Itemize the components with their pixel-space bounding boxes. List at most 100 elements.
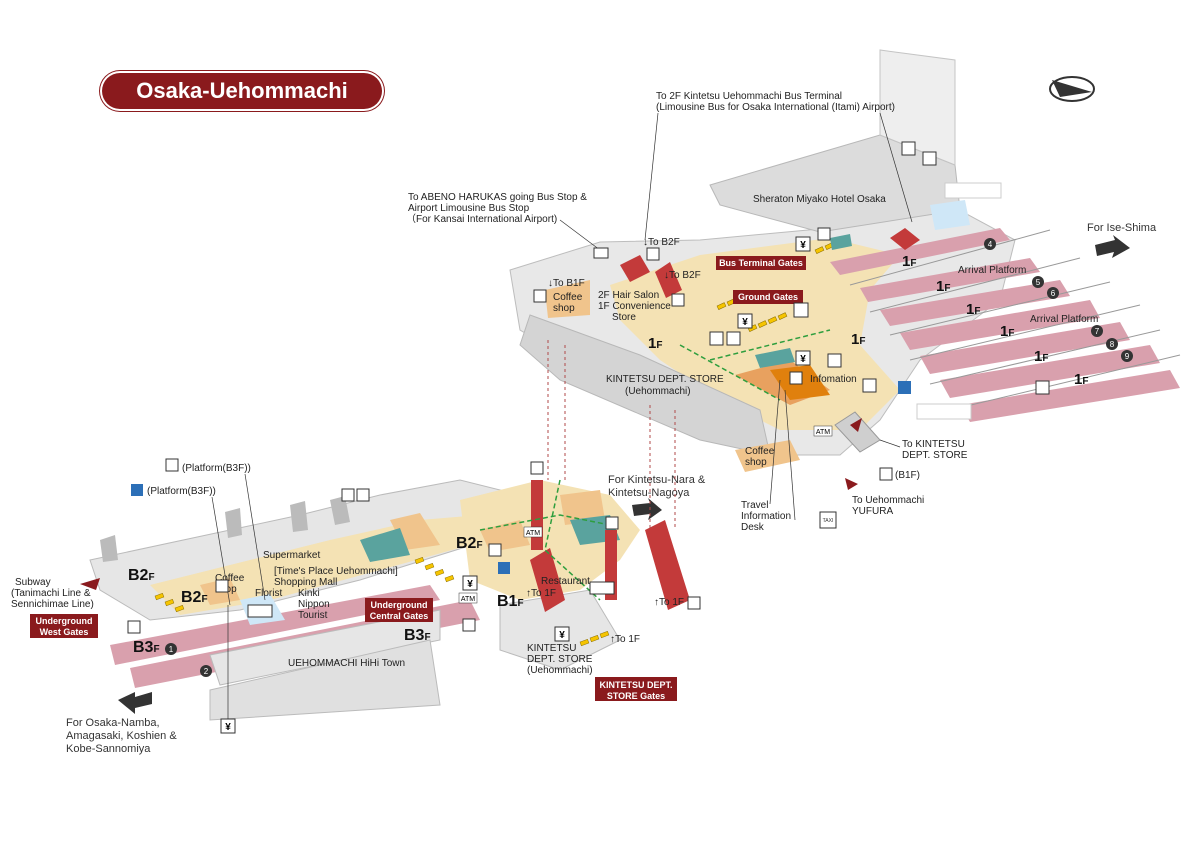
ticket-office-icon [901,141,916,156]
path-b1 [479,514,611,531]
underground-west-gates-label: Underground West Gates [30,614,98,638]
svg-text:¥: ¥ [225,722,231,733]
svg-text:（For Kansai International Airp: （For Kansai International Airport) [406,213,557,225]
svg-text:Information: Information [741,511,791,522]
to-b2f-arrow-label-b: ↓To B2F [664,270,701,281]
coin-locker-icon [671,293,685,307]
path-1f-b [709,329,831,361]
ticket-office-icon [922,151,937,166]
svg-text:Shopping Mall: Shopping Mall [274,577,337,588]
travel-icon [709,331,724,346]
to-yufura-callout: To Uehommachi YUFURA [852,495,924,517]
svg-text:To KINTETSU: To KINTETSU [902,439,965,450]
restroom-icon [944,182,1002,199]
svg-text:KINTETSU DEPT.: KINTETSU DEPT. [599,680,672,690]
ticket-office-icon [879,467,893,481]
to-b1f-arrow-label: ↓To B1F [548,278,585,289]
svg-text:Coffee: Coffee [553,292,583,303]
svg-text:¥: ¥ [467,579,473,590]
svg-text:For Osaka-Namba,: For Osaka-Namba, [66,717,160,729]
platform-b3f-callout-1: (Platform(B3F)) [182,463,266,601]
green-window-icon [726,331,741,346]
path-1f-a [679,344,781,401]
svg-text:Bus Terminal Gates: Bus Terminal Gates [719,258,803,268]
elevator-icon [646,247,660,261]
svg-text:DEPT. STORE: DEPT. STORE [527,654,593,665]
kintetsu-dept-b1-label: KINTETSU DEPT. STORE (Uehommachi) [527,643,593,676]
namba-direction: For Osaka-Namba, Amagasaki, Koshien & Ko… [66,692,177,755]
aed-icon [793,302,809,318]
ise-shima-direction: For Ise-Shima [1087,222,1157,258]
platforms-1f [830,228,1181,422]
restroom-icon [247,604,273,618]
elevator-icon [605,516,619,530]
platform-number-badges: 4 5 6 7 8 9 [984,238,1133,362]
arrow-to-yufura-icon [845,478,858,490]
svg-text:Nippon: Nippon [298,599,330,610]
to-1f-b-label: ↑To 1F [654,597,684,608]
svg-text:STORE Gates: STORE Gates [607,691,665,701]
ticket-office-icon [462,618,476,632]
smoking-icon [1035,380,1050,395]
svg-text:1F: 1F [1034,348,1048,365]
svg-text:Kobe-Sannomiya: Kobe-Sannomiya [66,743,151,755]
station-title: Osaka-Uehommachi Station [102,73,382,139]
b2f-west-label: B2F [128,567,155,584]
svg-text:¥: ¥ [800,240,806,251]
svg-text:7: 7 [1095,327,1100,336]
platform-badge-2: 2 [200,665,212,677]
svg-text:ATM: ATM [461,596,475,603]
svg-text:(Uehommachi): (Uehommachi) [527,665,593,676]
atm-icon-b1: ATM [523,526,543,538]
floor-1f-area [509,49,1016,472]
svg-text:ATM: ATM [816,429,830,436]
svg-text:TAXI: TAXI [823,518,834,524]
to-kintetsu-dept-callout: To KINTETSU DEPT. STORE [879,439,968,461]
atm-icon-1f: ATM [813,425,833,437]
info-desk-icon [789,371,803,385]
svg-text:DEPT. STORE: DEPT. STORE [902,450,968,461]
gates-lower [154,556,610,647]
b1f-callout: (B1F) [895,470,920,481]
svg-text:1F Convenience: 1F Convenience [598,301,671,312]
restaurant-label: Restaurant [541,576,590,587]
taxi-icon: TAXI [819,511,837,529]
svg-text:2F Hair Salon: 2F Hair Salon [598,290,659,301]
yen-icon: ¥ [737,313,753,329]
lower-levels [89,479,690,721]
svg-text:To 2F Kintetsu Uehommachi Bus: To 2F Kintetsu Uehommachi Bus Terminal [656,91,842,102]
svg-text:Subway: Subway [15,577,51,588]
waiting-room-icon [862,378,877,393]
green-window-icon [356,488,370,502]
svg-text:Desk: Desk [741,522,765,533]
svg-text:For Kintetsu-Nara &: For Kintetsu-Nara & [608,474,706,486]
elevator-icon [530,461,544,475]
svg-text:1F: 1F [1000,323,1014,340]
arrival-platform-label-2: Arrival Platform [1030,314,1098,325]
svg-text:KINTETSU: KINTETSU [527,643,576,654]
platform-badge-4: 4 [984,238,996,250]
underground-central-gates-label: Underground Central Gates [365,598,433,622]
path-b1-b [544,479,601,601]
floor-labels-1f: 1F 1F 1F 1F 1F 1F 1F 1F [648,253,1088,388]
coffee-shop-1f-lower-label: Coffee shop [745,446,775,468]
svg-text:Sennichimae Line): Sennichimae Line) [11,599,94,610]
svg-text:1F: 1F [902,253,916,270]
yen-icon: ¥ [795,236,811,252]
elevator-icon [498,562,510,574]
svg-text:1F: 1F [851,331,865,348]
svg-text:shop: shop [553,303,575,314]
svg-text:West Gates: West Gates [40,627,89,637]
yen-icon: ¥ [220,718,236,734]
bus-icon [593,247,609,259]
b2f-central-label: B2F [456,535,483,552]
platform-badge-9: 9 [1121,350,1133,362]
yen-icon: ¥ [795,350,811,366]
phone-icon [533,289,547,303]
infomation-label: Infomation [810,374,857,385]
travel-desk-callout: Travel Information Desk [741,379,796,533]
bus-terminal-gates-label: Bus Terminal Gates [716,256,806,270]
svg-text:To Uehommachi: To Uehommachi [852,495,924,506]
svg-text:9: 9 [1125,352,1130,361]
